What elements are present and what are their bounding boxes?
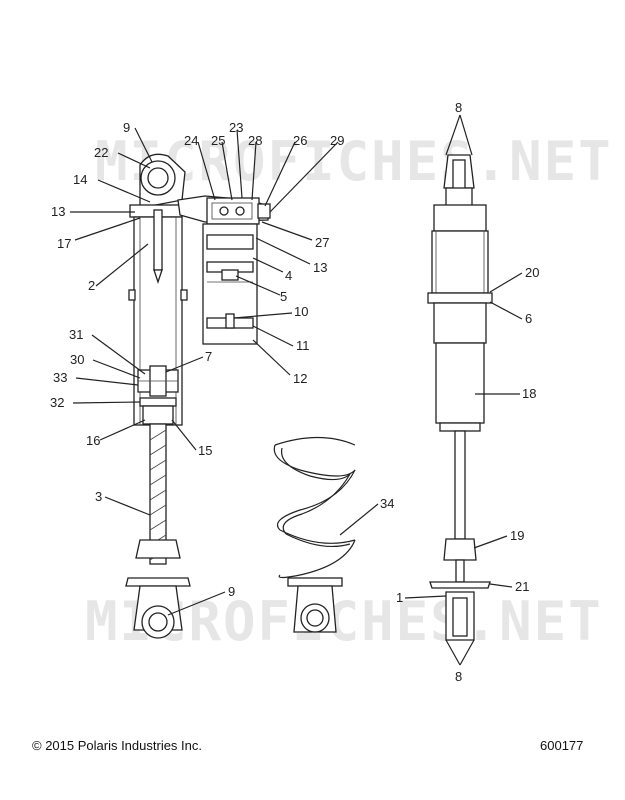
- callout-28: 28: [248, 133, 262, 148]
- callout-14: 14: [73, 172, 87, 187]
- callout-25: 25: [211, 133, 225, 148]
- copyright-notice: © 2015 Polaris Industries Inc.: [32, 738, 202, 753]
- callout-8-bottom: 8: [455, 669, 462, 684]
- document-number: 600177: [540, 738, 584, 753]
- callout-17: 17: [57, 236, 71, 251]
- shock-cutaway-assembly: [125, 153, 271, 639]
- coil-spring: [273, 436, 356, 633]
- callout-29: 29: [330, 133, 344, 148]
- callout-8-top: 8: [455, 100, 462, 115]
- callout-5: 5: [280, 289, 287, 304]
- callout-32: 32: [50, 395, 64, 410]
- callout-4: 4: [285, 268, 292, 283]
- callout-15: 15: [198, 443, 212, 458]
- callout-9-top: 9: [123, 120, 130, 135]
- callout-21: 21: [515, 579, 529, 594]
- callout-11: 11: [296, 338, 310, 353]
- callout-33: 33: [53, 370, 67, 385]
- leader-lines: [70, 114, 523, 666]
- callout-6: 6: [525, 311, 532, 326]
- callout-24: 24: [184, 133, 198, 148]
- callout-22: 22: [94, 145, 108, 160]
- callout-2: 2: [88, 278, 95, 293]
- callout-1: 1: [396, 590, 403, 605]
- callout-34: 34: [380, 496, 394, 511]
- callout-16: 16: [86, 433, 100, 448]
- reservoir-cutaway: [202, 223, 258, 345]
- callout-23: 23: [229, 120, 243, 135]
- shock-assembled-view: [427, 154, 493, 641]
- callout-13-left: 13: [51, 204, 65, 219]
- callout-31: 31: [69, 327, 83, 342]
- callout-30: 30: [70, 352, 84, 367]
- callout-27: 27: [315, 235, 329, 250]
- callout-18: 18: [522, 386, 536, 401]
- callout-26: 26: [293, 133, 307, 148]
- callout-10: 10: [294, 304, 308, 319]
- callout-20: 20: [525, 265, 539, 280]
- callout-9-bottom: 9: [228, 584, 235, 599]
- callout-19: 19: [510, 528, 524, 543]
- callout-13-right: 13: [313, 260, 327, 275]
- callout-labels: 9 22 14 13 17 2 24 25 23 28 26 29 27 13 …: [50, 100, 539, 684]
- callout-7: 7: [205, 349, 212, 364]
- callout-3: 3: [95, 489, 102, 504]
- callout-12: 12: [293, 371, 307, 386]
